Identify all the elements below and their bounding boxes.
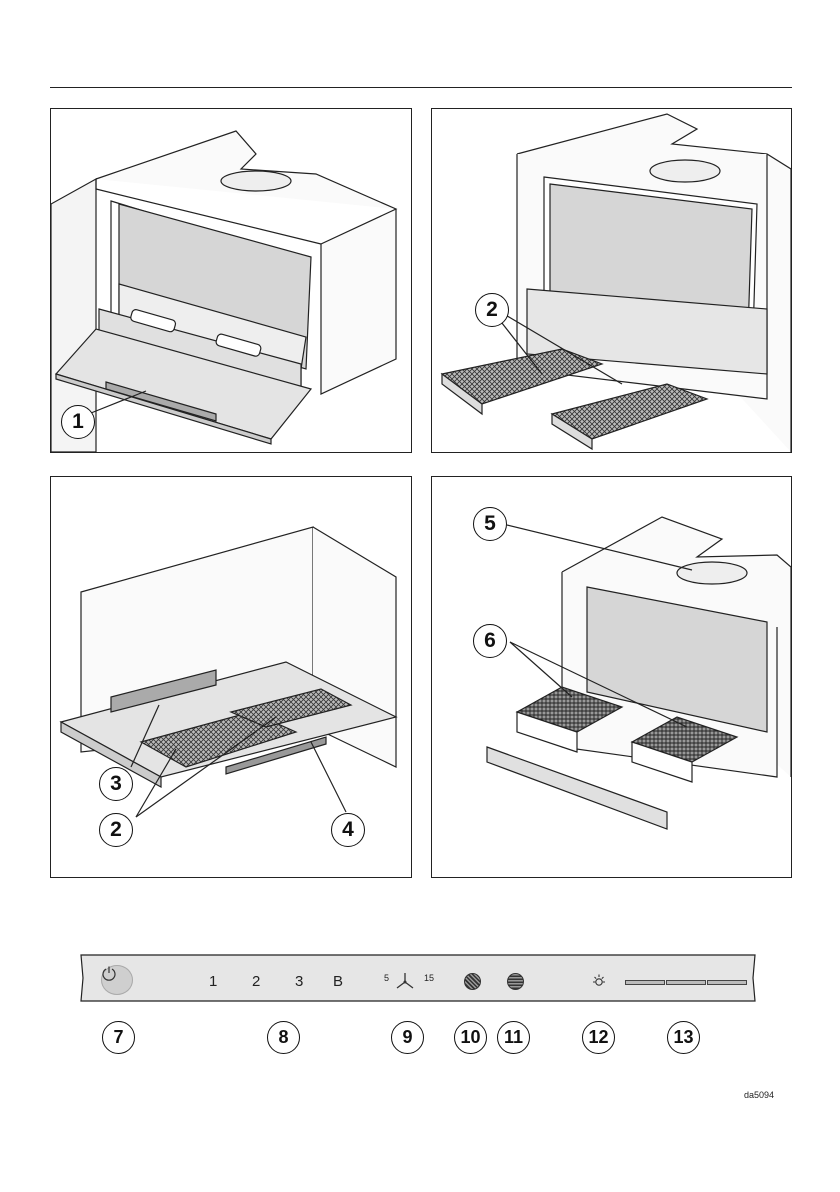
power-icon[interactable] — [101, 965, 133, 995]
callout-13: 13 — [667, 1021, 700, 1054]
runon-max-label: 15 — [424, 973, 434, 983]
figure-1-panel: 1 — [50, 108, 412, 453]
callout-12: 12 — [582, 1021, 615, 1054]
header-rule — [50, 87, 792, 88]
grease-filter-icon[interactable] — [464, 973, 481, 990]
control-panel-shape — [79, 953, 757, 1003]
dimmer-slider-segment-3[interactable] — [707, 980, 747, 985]
runon-min-label: 5 — [384, 973, 389, 983]
callout-10: 10 — [454, 1021, 487, 1054]
callout-9: 9 — [391, 1021, 424, 1054]
callout-4: 4 — [331, 813, 365, 847]
odour-filter-icon[interactable] — [507, 973, 524, 990]
figure-4-panel: 5 6 — [431, 476, 792, 878]
speed-2-button[interactable]: 2 — [252, 973, 260, 990]
figure-2-panel: 2 — [431, 108, 792, 453]
callout-3: 3 — [99, 767, 133, 801]
figure-3-panel: 3 2 4 — [50, 476, 412, 878]
control-panel-strip: 1 2 3 B 5 15 — [79, 953, 757, 1003]
callout-6: 6 — [473, 624, 507, 658]
callout-2b: 2 — [99, 813, 133, 847]
callout-8: 8 — [267, 1021, 300, 1054]
callout-11: 11 — [497, 1021, 530, 1054]
figure-1-illustration — [51, 109, 411, 452]
speed-3-button[interactable]: 3 — [295, 973, 303, 990]
callout-7: 7 — [102, 1021, 135, 1054]
light-icon[interactable] — [591, 973, 607, 989]
callout-1: 1 — [61, 405, 95, 439]
dimmer-slider-segment-2[interactable] — [666, 980, 706, 985]
boost-button[interactable]: B — [333, 973, 343, 990]
figure-code: da5094 — [744, 1090, 774, 1100]
figure-2-illustration — [432, 109, 791, 452]
callout-5: 5 — [473, 507, 507, 541]
callout-2: 2 — [475, 293, 509, 327]
fan-icon[interactable] — [394, 971, 416, 993]
dimmer-slider-segment-1[interactable] — [625, 980, 665, 985]
speed-1-button[interactable]: 1 — [209, 973, 217, 990]
